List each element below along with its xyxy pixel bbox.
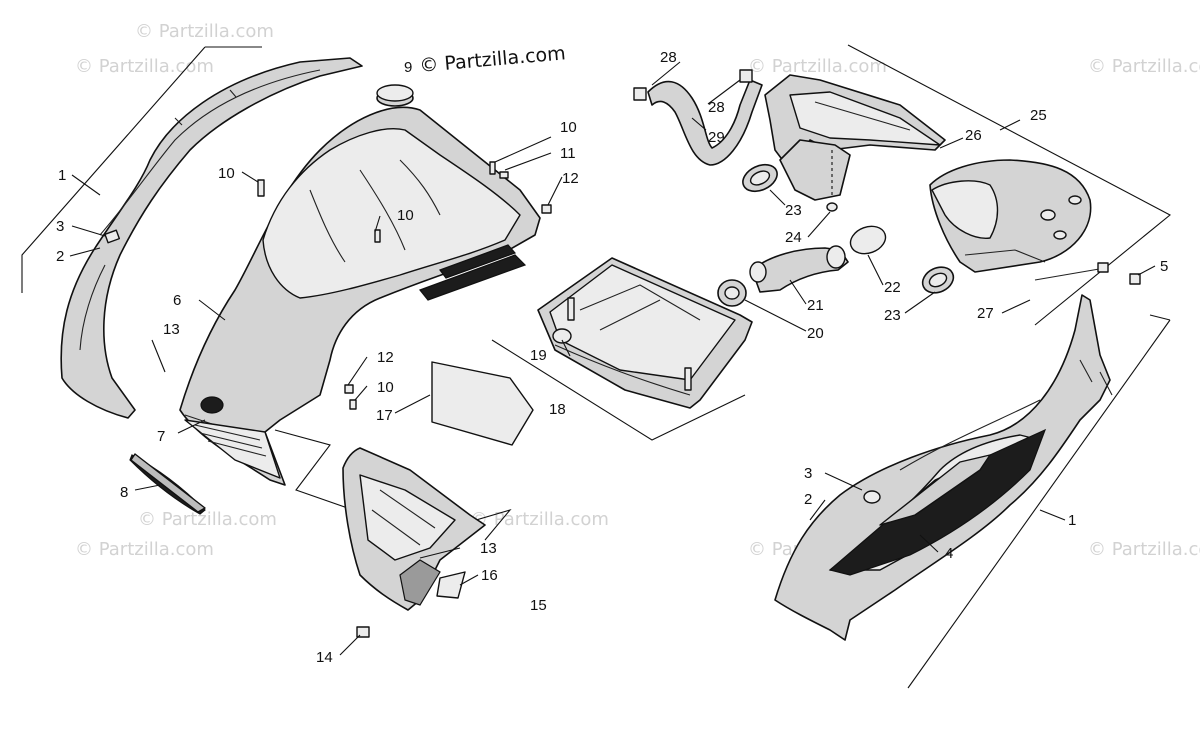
hood-nose-assembly xyxy=(129,84,552,515)
callout-10-b: 10 xyxy=(560,119,577,136)
watermark-top-left-2: © Partzilla.com xyxy=(135,21,274,42)
callout-2-right: 2 xyxy=(804,491,812,508)
callout-18: 18 xyxy=(549,401,566,418)
callout-4: 4 xyxy=(945,545,953,562)
callout-5: 5 xyxy=(1160,258,1168,275)
callout-3-right: 3 xyxy=(804,465,812,482)
callout-24: 24 xyxy=(785,229,802,246)
callout-15: 15 xyxy=(530,597,547,614)
callout-12-b: 12 xyxy=(377,349,394,366)
callout-10-d: 10 xyxy=(377,379,394,396)
callout-20: 20 xyxy=(807,325,824,342)
callout-1-right: 1 xyxy=(1068,512,1076,529)
watermark-bottom-right: © Partzilla.com xyxy=(1088,539,1200,560)
lower-deflector xyxy=(274,429,512,638)
callout-13-b: 13 xyxy=(480,540,497,557)
callout-14: 14 xyxy=(316,649,333,666)
intake-silencer-assembly xyxy=(633,44,1171,326)
callout-21: 21 xyxy=(807,297,824,314)
right-side-panel xyxy=(774,273,1171,689)
callout-22: 22 xyxy=(884,279,901,296)
watermark-bottom-center: © Partzilla.com xyxy=(470,509,609,530)
callout-19: 19 xyxy=(530,347,547,364)
callout-23-b: 23 xyxy=(884,307,901,324)
callout-12-a: 12 xyxy=(562,170,579,187)
callout-7: 7 xyxy=(157,428,165,445)
callout-layer: 1 3 2 6 7 8 9 10 10 10 10 11 12 12 13 13… xyxy=(56,49,1168,666)
callout-10-a: 10 xyxy=(218,165,235,182)
callout-1-left: 1 xyxy=(58,167,66,184)
callout-9: 9 xyxy=(404,59,412,76)
callout-11: 11 xyxy=(560,145,576,162)
watermark-bottom-left-2: © Partzilla.com xyxy=(138,509,277,530)
callout-13-a: 13 xyxy=(163,321,180,338)
callout-27: 27 xyxy=(977,305,994,322)
callout-23-a: 23 xyxy=(785,202,802,219)
callout-10-c: 10 xyxy=(397,207,414,224)
watermark-top-left: © Partzilla.com xyxy=(75,56,214,77)
watermark-top-right: © Partzilla.com xyxy=(1088,56,1200,77)
callout-16: 16 xyxy=(481,567,498,584)
callout-6: 6 xyxy=(173,292,181,309)
callout-26: 26 xyxy=(965,127,982,144)
air-box-assembly xyxy=(491,245,849,441)
callout-28-b: 28 xyxy=(708,99,725,116)
partzilla-brand: © Partzilla.com xyxy=(419,42,567,77)
watermark-bottom-left: © Partzilla.com xyxy=(75,539,214,560)
callout-8: 8 xyxy=(120,484,128,501)
callout-2-left: 2 xyxy=(56,248,64,265)
callout-17: 17 xyxy=(376,407,393,424)
part-17-gasket xyxy=(431,361,534,446)
callout-3-left: 3 xyxy=(56,218,64,235)
callout-28-a: 28 xyxy=(660,49,677,66)
watermark-top-center: © Partzilla.com xyxy=(748,56,887,77)
callout-25: 25 xyxy=(1030,107,1047,124)
leader-lines xyxy=(69,61,1156,656)
left-side-panel xyxy=(21,46,363,419)
callout-29: 29 xyxy=(708,129,725,146)
